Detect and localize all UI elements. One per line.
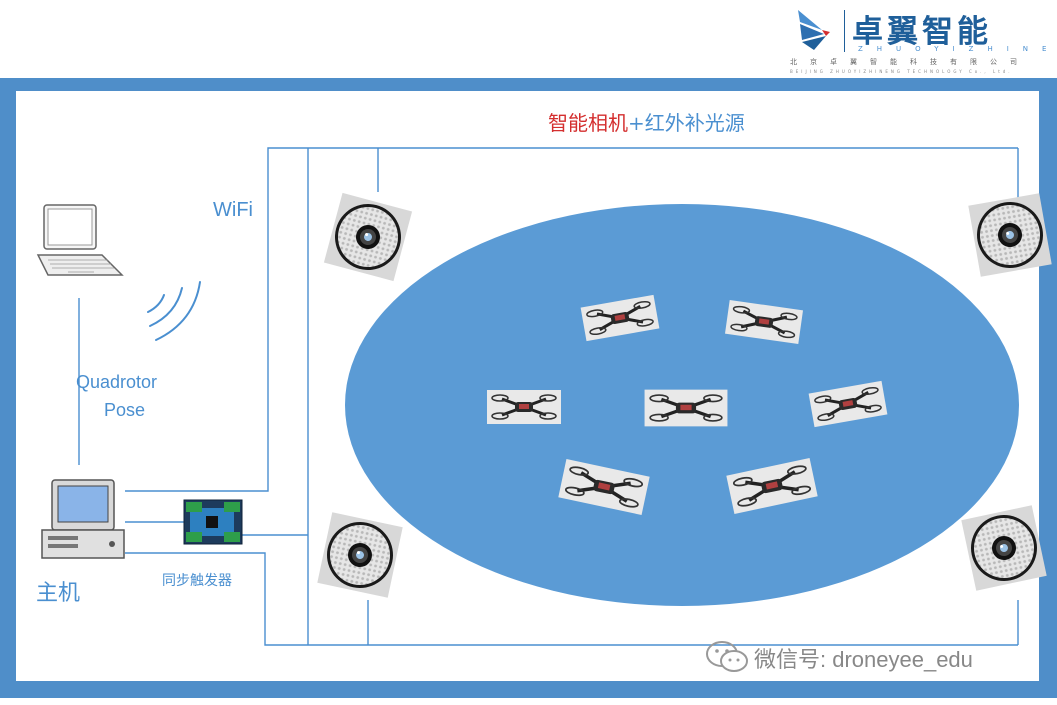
sync-trigger-label: 同步触发器: [162, 570, 232, 590]
wechat-icon: [704, 640, 750, 674]
camera-bottom-left: [317, 512, 402, 597]
laptop-icon: [38, 205, 122, 275]
drone-4: [645, 390, 728, 427]
desktop-computer-icon: [42, 480, 124, 558]
camera-bottom-right: [961, 505, 1046, 590]
camera-top-right: [968, 193, 1051, 276]
circuit-board-icon: [184, 500, 242, 544]
pose-label-line2: Pose: [104, 400, 145, 421]
drone-3: [487, 390, 561, 424]
wifi-label: WiFi: [213, 199, 253, 222]
pose-label-line1: Quadrotor: [76, 372, 157, 393]
wechat-watermark: 微信号: droneyee_edu: [704, 640, 750, 674]
host-label: 主机: [36, 575, 80, 607]
camera-top-left: [324, 193, 412, 281]
wifi-waves-icon: [148, 282, 200, 340]
wechat-id-text: 微信号: droneyee_edu: [754, 642, 973, 674]
